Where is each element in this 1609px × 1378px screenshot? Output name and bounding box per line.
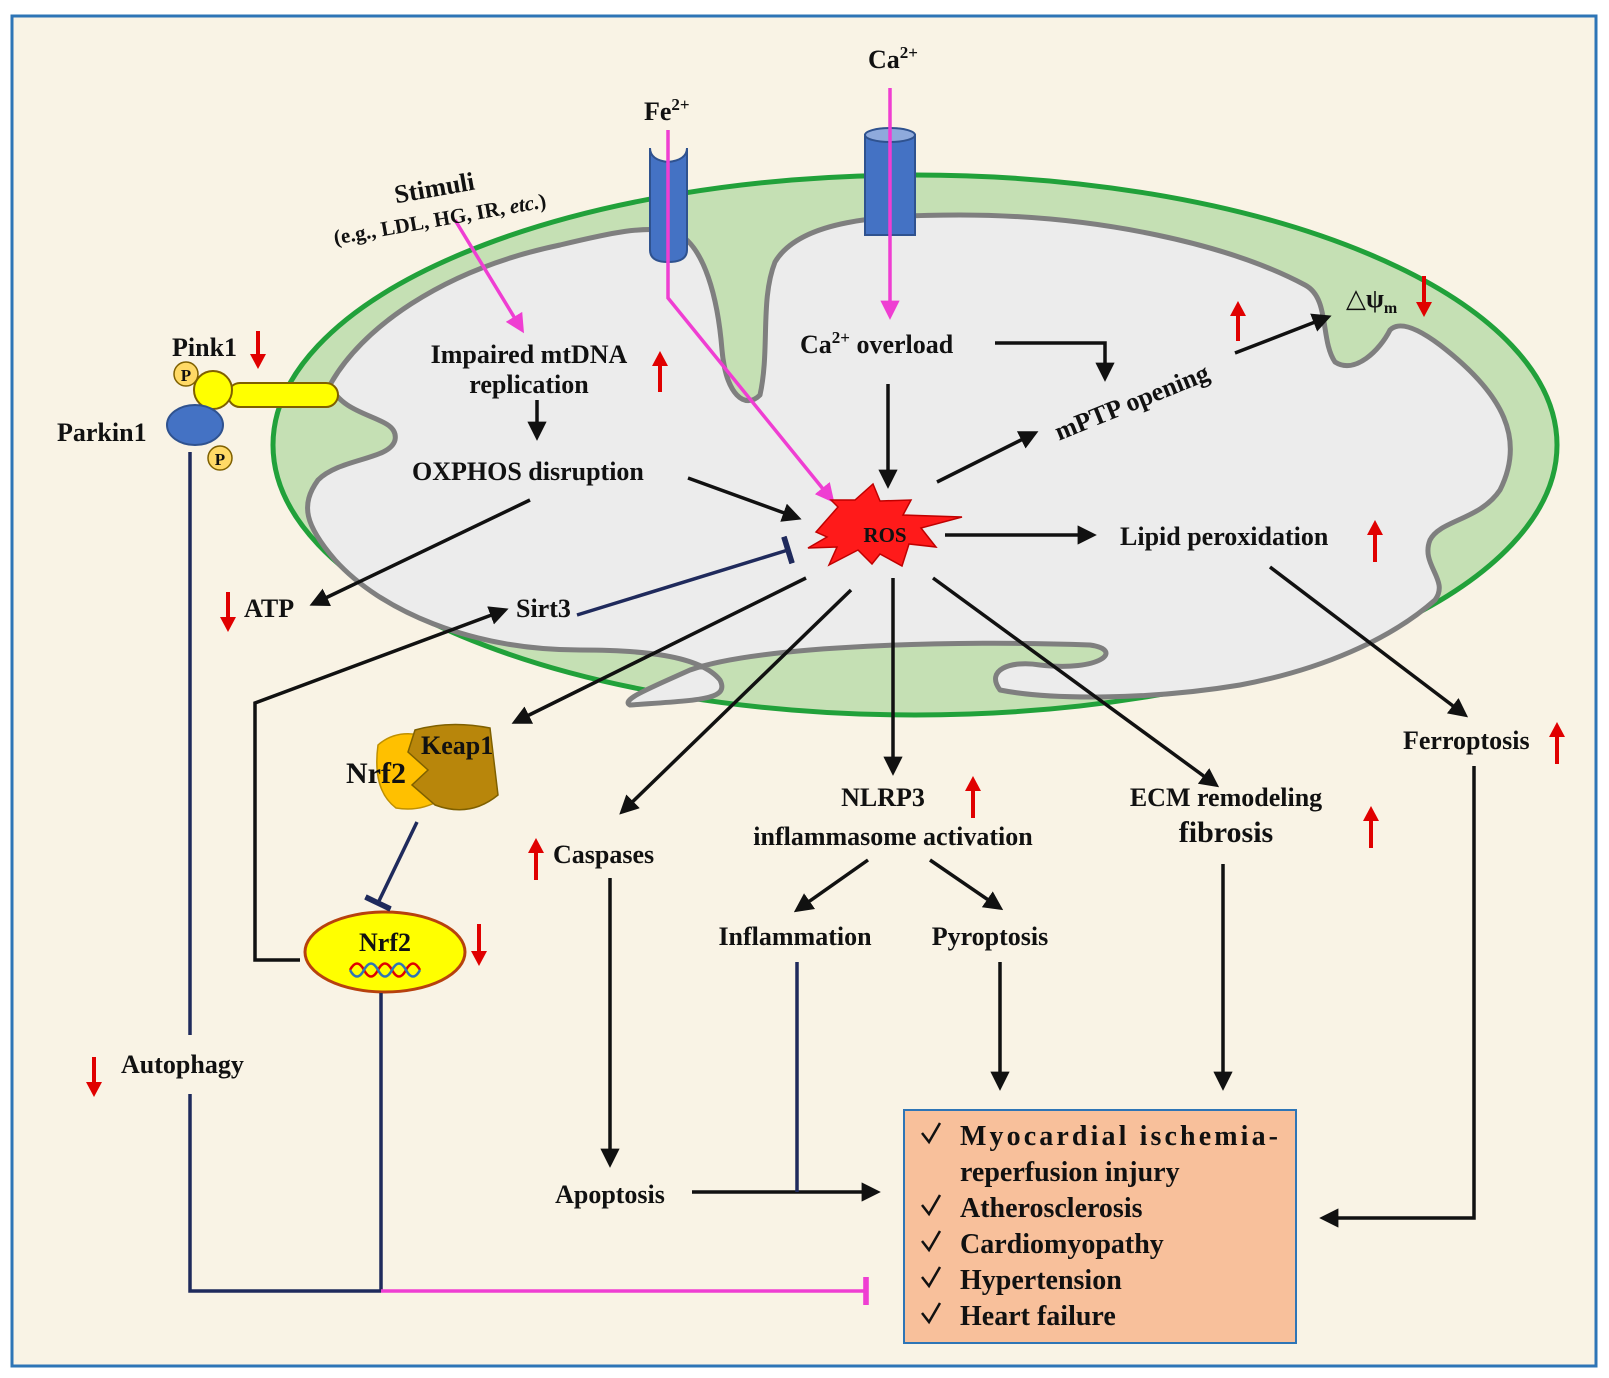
disease-item: Cardiomyopathy xyxy=(960,1229,1164,1260)
atp-label: ATP xyxy=(244,594,294,623)
apoptosis-label: Apoptosis xyxy=(555,1180,665,1209)
nrf2-label: Nrf2 xyxy=(359,928,411,957)
parkin1-autophagy-path xyxy=(188,452,381,1293)
red-down-arrow-icon xyxy=(1416,276,1432,317)
inhibitory-lines xyxy=(188,452,799,1293)
red-down-arrow-icon xyxy=(86,1057,102,1097)
red-up-arrow-icon xyxy=(1549,722,1565,764)
pink1-circle xyxy=(193,370,233,410)
disease-item: reperfusion injury xyxy=(960,1157,1180,1188)
pink1-label: Pink1 xyxy=(172,333,237,362)
fe-to-ros-arrow xyxy=(666,130,835,503)
lipid-to-ferroptosis-arrow xyxy=(1268,565,1469,718)
ros-to-caspases-arrow xyxy=(619,588,853,815)
keap1-label: Keap1 xyxy=(421,731,493,760)
parkin1-label: Parkin1 xyxy=(57,418,147,447)
red-up-arrow-icon xyxy=(1367,520,1383,562)
red-down-arrow-icon xyxy=(220,592,236,632)
phosphate-label: P xyxy=(181,366,191,385)
disease-list: Myocardial ischemia-reperfusion injuryAt… xyxy=(921,1121,1278,1332)
disease-item: Hypertension xyxy=(960,1265,1122,1296)
red-down-arrow-icon xyxy=(471,924,487,966)
phosphate-label: P xyxy=(215,450,225,469)
fe-ion-label: Fe2+ xyxy=(644,95,690,126)
ros-to-mptp-arrow xyxy=(936,431,1039,484)
disease-item: Heart failure xyxy=(960,1301,1116,1332)
ros-burst-icon xyxy=(807,482,963,568)
ros-to-ecm-arrow xyxy=(931,576,1220,788)
ca-ion-label: Ca2+ xyxy=(868,43,918,74)
black-arrows xyxy=(253,313,1476,1228)
inflammation-label: Inflammation xyxy=(718,922,872,951)
nrf2-to-sirt3-arrow xyxy=(253,606,509,962)
stimuli-arrow xyxy=(453,219,525,334)
nlrp3-to-pyroptosis-arrow xyxy=(929,858,1004,911)
phosphate-icon xyxy=(207,445,233,471)
ros-to-keap1-arrow xyxy=(511,576,807,724)
red-up-arrow-icon xyxy=(965,776,981,818)
caspases-label: Caspases xyxy=(553,840,654,869)
red-up-arrow-icon xyxy=(1363,806,1379,848)
phosphate-icon xyxy=(173,361,199,387)
red-down-arrow-icon xyxy=(250,331,266,369)
sirt3-inhibits-ros-line xyxy=(576,535,795,617)
disease-item: Atherosclerosis xyxy=(960,1193,1143,1224)
inflammasome-activation-label: inflammasome activation xyxy=(753,822,1033,851)
checkmark-icon xyxy=(921,1302,942,1325)
replication-label: replication xyxy=(469,370,589,399)
mitochondrion-inner-membrane xyxy=(305,212,1513,708)
ferroptosis-to-disease-arrow xyxy=(1319,766,1476,1228)
ecm-remodeling-label: ECM remodeling xyxy=(1130,783,1322,812)
ca-overload-label: Ca2+ overload xyxy=(800,328,954,359)
lipid-peroxidation-label: Lipid peroxidation xyxy=(1120,522,1329,551)
autophagy-label: Autophagy xyxy=(121,1050,244,1079)
ca-overload-to-mptp-arrow xyxy=(995,341,1115,382)
keap1-inhibits-nrf2-line xyxy=(364,821,419,912)
dna-icon xyxy=(348,962,422,978)
ros-label: ROS xyxy=(863,523,906,547)
disease-item: Myocardial ischemia- xyxy=(960,1121,1278,1152)
oxphos-disruption-label: OXPHOS disruption xyxy=(412,457,644,486)
checkmark-icon xyxy=(921,1266,942,1289)
red-arrow-indicators xyxy=(86,276,1565,1097)
ferroptosis-label: Ferroptosis xyxy=(1403,726,1530,755)
mptp-to-deltapsi-arrow xyxy=(1234,313,1332,355)
pink1-rod xyxy=(227,382,339,408)
red-up-arrow-icon xyxy=(1230,301,1246,341)
nlrp3-label: NLRP3 xyxy=(841,783,925,812)
oxphos-to-atp-arrow xyxy=(309,498,531,607)
nrf2-ellipse xyxy=(303,910,467,994)
sirt3-label: Sirt3 xyxy=(516,594,571,623)
pink1-parkin1-complex: P P xyxy=(166,361,339,471)
delta-psi-label: △ψm xyxy=(1346,284,1398,317)
oxphos-to-ros-arrow xyxy=(687,476,802,522)
fibrosis-label: fibrosis xyxy=(1179,816,1273,849)
checkmark-icon xyxy=(921,1230,942,1253)
pyroptosis-label: Pyroptosis xyxy=(932,922,1049,951)
parkin1-ellipse xyxy=(166,404,224,446)
nlrp3-to-inflammation-arrow xyxy=(793,858,870,913)
keap1-nrf2-complex xyxy=(376,723,499,811)
keap1-shape xyxy=(407,723,499,811)
checkmark-icon xyxy=(921,1122,942,1145)
disease-box xyxy=(903,1109,1297,1344)
red-up-arrow-icon xyxy=(652,351,668,392)
red-up-arrow-icon xyxy=(528,838,544,880)
nrf2-complex-label: Nrf2 xyxy=(346,757,406,790)
checkmark-icon xyxy=(921,1194,942,1217)
impaired-mtdna-label: Impaired mtDNA xyxy=(431,340,628,369)
